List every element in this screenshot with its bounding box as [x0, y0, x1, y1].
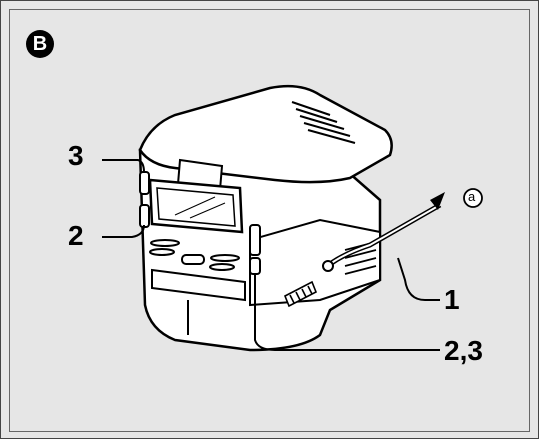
left-switches — [139, 171, 261, 275]
front-buttons — [149, 239, 240, 271]
cable-plug — [322, 260, 334, 272]
side-grip — [283, 280, 318, 308]
section-badge: B — [26, 30, 54, 58]
callout-1-right: 1 — [444, 284, 460, 315]
front-lower-panel — [151, 268, 246, 302]
callout-2-left: 2 — [68, 220, 84, 251]
callout-2-3-right: 2,3 — [444, 335, 483, 366]
device-top-lid — [138, 84, 393, 184]
a-marker-circle — [463, 188, 483, 208]
a-marker-label: a — [468, 189, 476, 204]
top-vents — [291, 101, 356, 144]
side-panel — [249, 218, 381, 307]
cable-arrow — [430, 192, 445, 210]
leader-lines — [102, 159, 440, 351]
callout-3-left: 3 — [68, 140, 84, 171]
